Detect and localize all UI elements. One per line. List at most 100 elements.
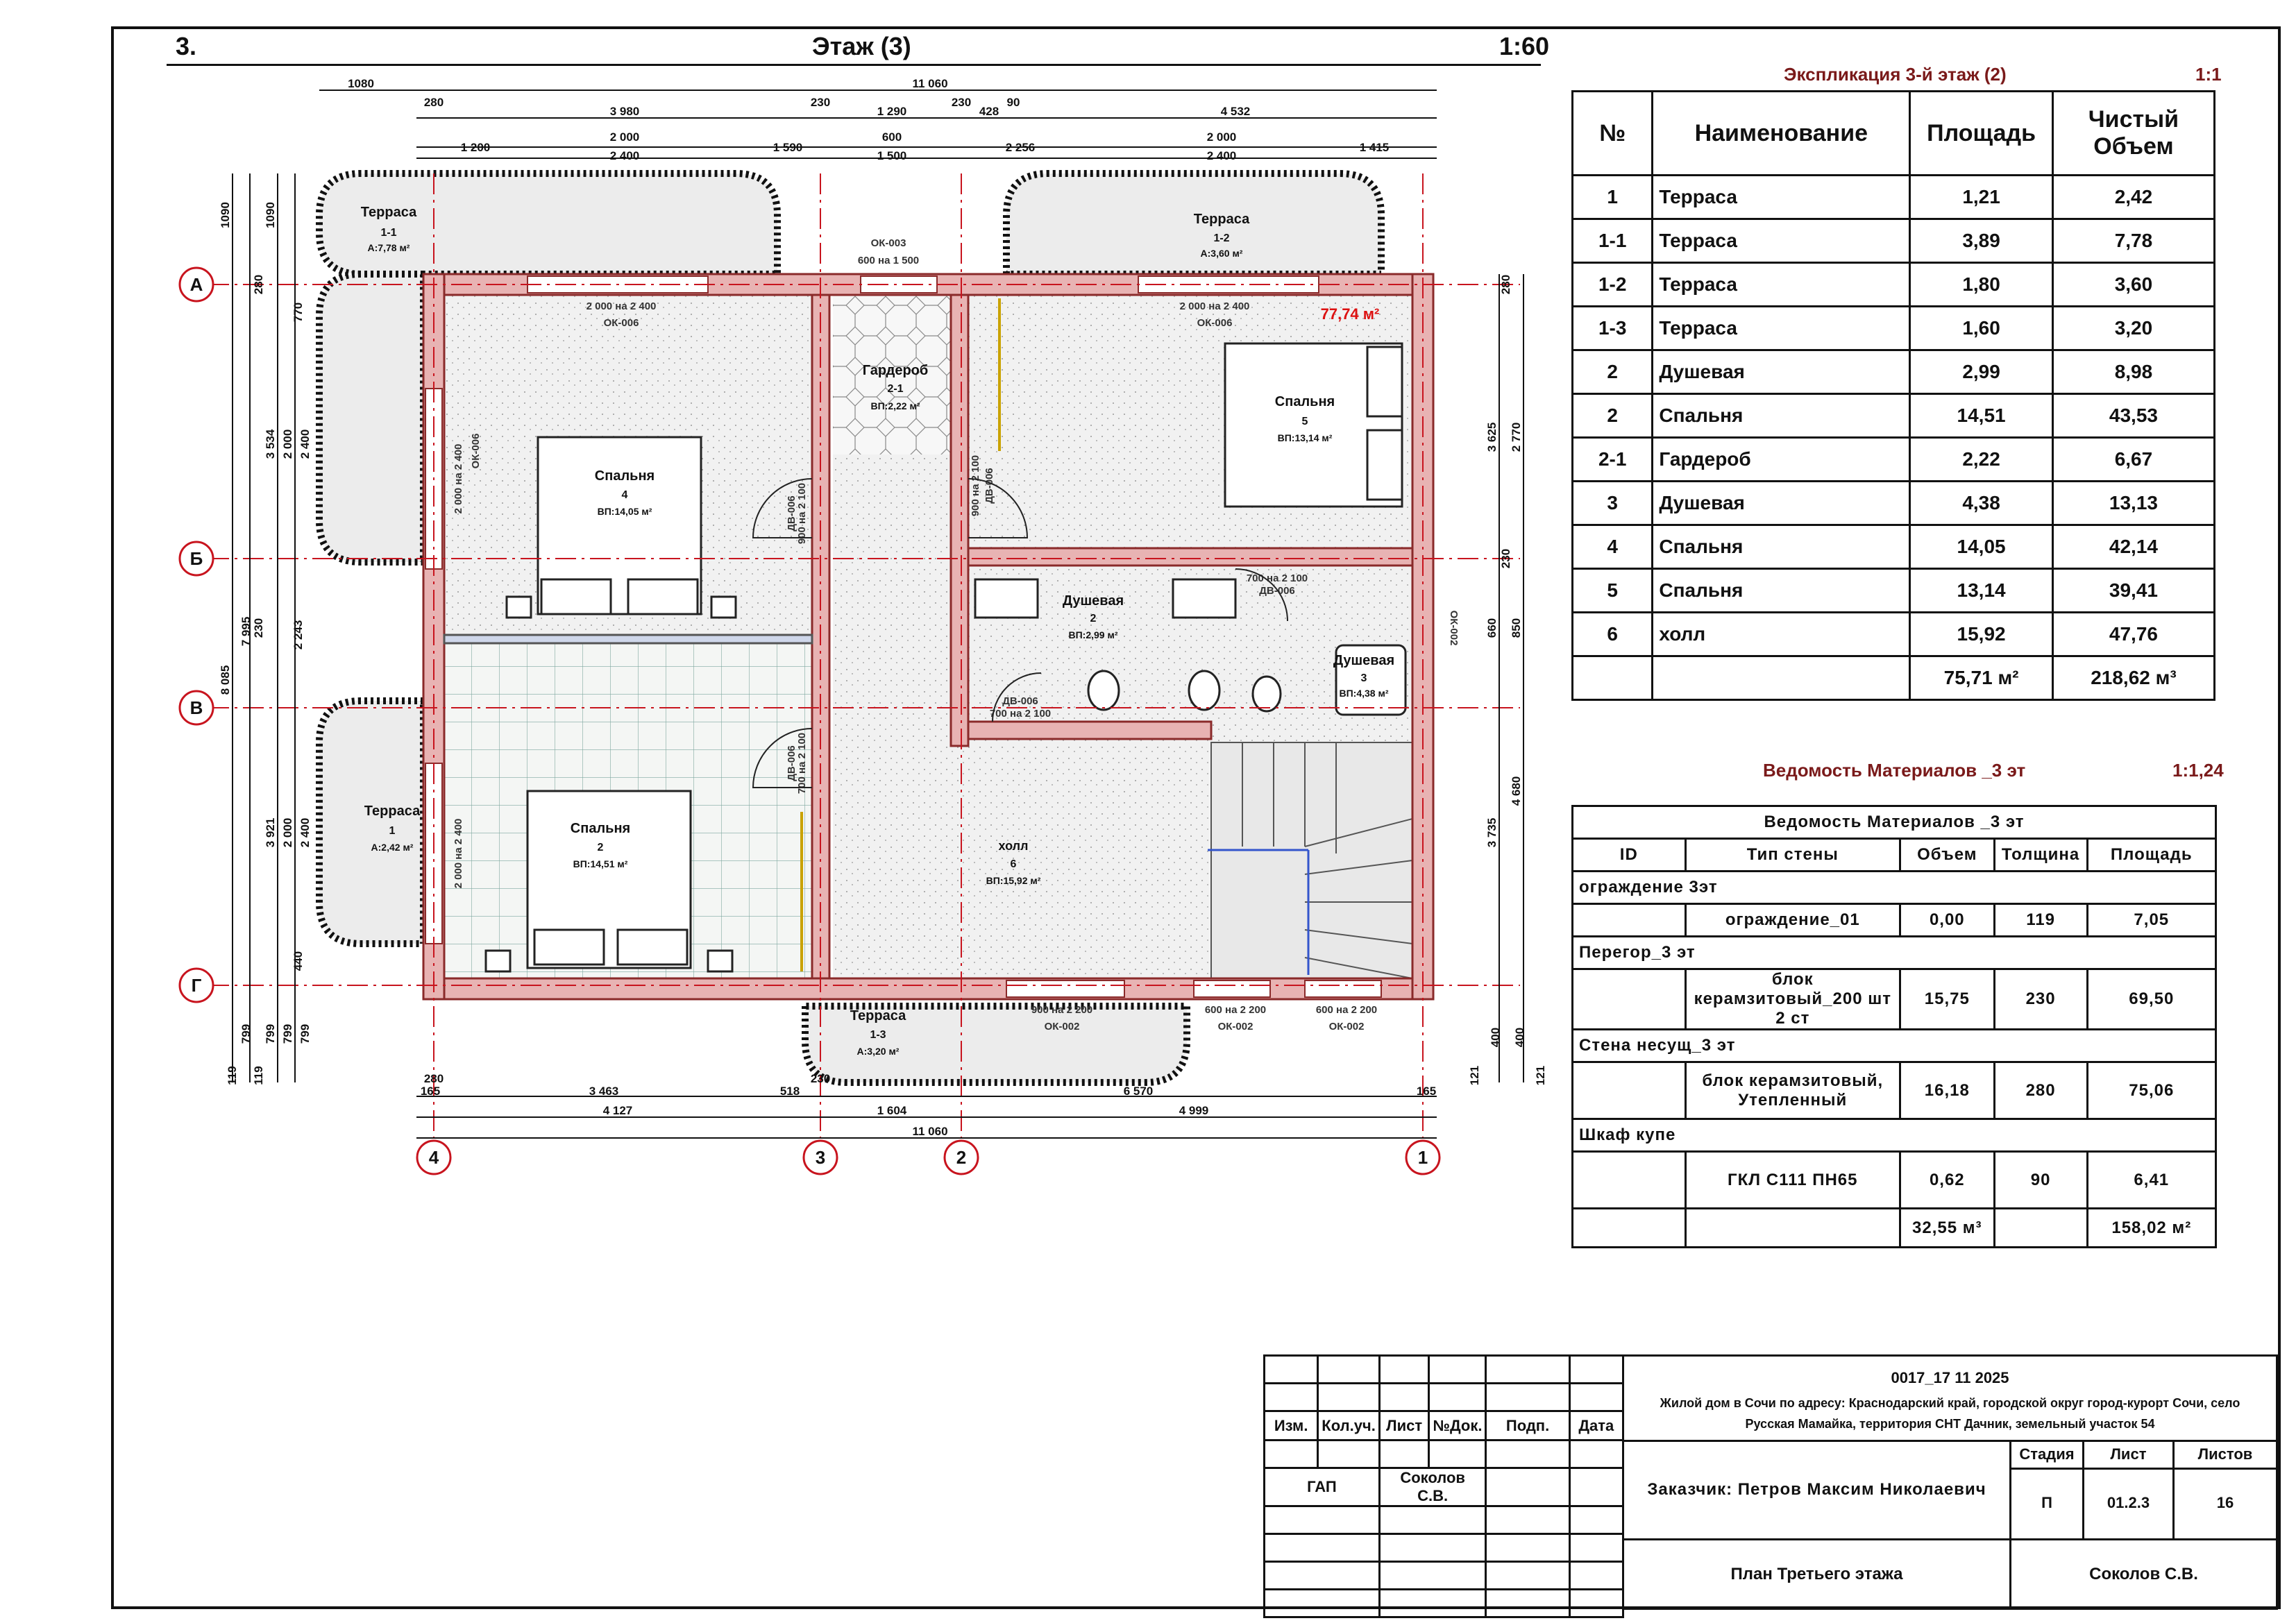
explication-col-area: Площадь: [1909, 90, 2054, 176]
stamp-sheet: 01.2.3: [2107, 1494, 2150, 1511]
explication-header-row: № Наименование Площадь Чистый Объем: [1571, 90, 2216, 176]
tag-ok006-b-size: 2 000 на 2 400: [1180, 300, 1250, 312]
dim-left-0: 1090: [219, 202, 232, 228]
row-name: Душевая: [1651, 349, 1911, 395]
dim-bot-r1-1: 165: [421, 1085, 440, 1098]
axis-bubbles: [178, 266, 1441, 1175]
axis-col-4: 4: [429, 1147, 439, 1168]
row-num: 5: [1571, 568, 1654, 613]
room-terrace-1-name: Терраса: [364, 804, 421, 819]
row-name: Терраса: [1651, 262, 1911, 307]
tag-dv006-a-size: 700 на 2 100: [990, 708, 1051, 720]
dim-bot-r2-0: 4 127: [603, 1104, 633, 1117]
room-wardrobe-num: 2-1: [887, 383, 903, 395]
room-shower-3-num: 3: [1361, 672, 1367, 684]
explication-col-volume: Чистый Объем: [2051, 90, 2216, 176]
dim-top-r2-4: 2 256: [1006, 141, 1036, 154]
dimension-lines: [232, 90, 1524, 1139]
dim-top-r2-3: 600: [882, 130, 902, 144]
room-terrace-1-2-name: Терраса: [1194, 212, 1250, 227]
explication-total-area: 75,71 м²: [1909, 655, 2054, 701]
materials-total-row: 32,55 м³ 158,02 м²: [1571, 1207, 2218, 1248]
materials-table: Ведомость Материалов _3 эт ID Тип стены …: [1571, 805, 2218, 1248]
terrace-1-1: [316, 170, 781, 278]
stamp-role: ГАП: [1263, 1467, 1381, 1507]
explication-col-name: Наименование: [1651, 90, 1911, 176]
materials-col-id: ID: [1571, 838, 1687, 872]
materials-header-row: ID Тип стены Объем Толщина Площадь: [1571, 838, 2218, 872]
row-area: 2,22: [1909, 436, 2054, 482]
room-shower-2-name: Душевая: [1063, 593, 1124, 609]
furniture: [484, 342, 1407, 973]
materials-col-type: Тип стены: [1684, 838, 1901, 872]
room-terrace-1-1-num: 1-1: [380, 227, 396, 239]
title-block-headers: Изм. Кол.уч. Лист №Док. Подп. Дата: [1263, 1410, 1625, 1441]
row-num: 2: [1571, 349, 1654, 395]
dim-left-10: 2 243: [292, 620, 305, 650]
dim-left-11: 3 921: [264, 818, 277, 848]
row-name: холл: [1651, 611, 1911, 657]
dim-bot-r3-0: 11 060: [912, 1125, 947, 1138]
row-area: 1,21: [1909, 174, 2054, 220]
dim-right-5: 850: [1510, 618, 1523, 638]
dim-bot-r1-2: 3 463: [589, 1085, 619, 1098]
stamp-sheets: 16: [2216, 1494, 2234, 1511]
floor-title: Этаж (3): [812, 32, 911, 60]
tag-ok002-b-size: 600 на 2 200: [1205, 1004, 1266, 1016]
mat-thickness: 280: [1993, 1061, 2088, 1120]
room-bedroom-5-name: Спальня: [1275, 394, 1335, 409]
dim-top-0: 1080: [348, 77, 374, 90]
materials-table-title: Ведомость Материалов _3 эт: [1571, 805, 2217, 840]
room-shower-2-num: 2: [1090, 613, 1097, 624]
dim-left-8: 7 995: [239, 617, 253, 647]
tag-ok006-a: ОК-006: [604, 317, 639, 329]
stamp-col-sign: Подп.: [1485, 1410, 1571, 1441]
room-wardrobe-area: ВП:2,22 м²: [871, 400, 920, 411]
tag-ok006-a-size: 2 000 на 2 400: [586, 300, 657, 312]
room-bedroom-4-num: 4: [622, 489, 628, 501]
dim-left-19: 119: [226, 1066, 239, 1085]
stamp-customer: Заказчик: Петров Максим Николаевич: [1647, 1480, 1986, 1499]
stamp-sheets-header: Листов: [2197, 1445, 2253, 1463]
material-group-row: ограждение 3эт: [1571, 870, 2217, 905]
row-name: Терраса: [1651, 174, 1911, 220]
axis-row-a: А: [190, 274, 203, 295]
mat-thickness: 90: [1993, 1150, 2088, 1209]
dim-left-1: 1090: [264, 202, 277, 228]
row-num: 1-3: [1571, 305, 1654, 351]
dim-top-1: 11 060: [912, 77, 947, 90]
stamp-drawing-title: План Третьего этажа: [1730, 1565, 1903, 1583]
stamp-address: Жилой дом в Сочи по адресу: Краснодарски…: [1660, 1396, 2240, 1431]
row-volume: 3,20: [2051, 305, 2216, 351]
tag-ok003-size: 600 на 1 500: [858, 255, 919, 266]
mat-thickness: 230: [1993, 968, 2088, 1030]
stamp-stage-header: Стадия: [2019, 1445, 2075, 1463]
row-volume: 47,76: [2051, 611, 2216, 657]
row-name: Спальня: [1651, 393, 1911, 439]
material-group-name: Стена несущ_3 эт: [1571, 1028, 2217, 1063]
room-wardrobe-name: Гардероб: [863, 363, 929, 378]
dim-right-2: 2 770: [1510, 423, 1523, 452]
row-volume: 7,78: [2051, 218, 2216, 264]
mat-volume: 15,75: [1898, 968, 1995, 1030]
row-volume: 8,98: [2051, 349, 2216, 395]
mat-area: 75,06: [2086, 1061, 2218, 1120]
row-num: 4: [1571, 524, 1654, 570]
dim-right-9: 121: [1534, 1066, 1547, 1085]
room-bedroom-4-name: Спальня: [595, 468, 655, 484]
tag-dv006-e: ДВ-006: [984, 468, 995, 504]
tag-dv006-d-size: 700 на 2 100: [796, 733, 808, 794]
explication-total-row: 75,71 м² 218,62 м³: [1571, 655, 2216, 701]
explication-total-0: [1571, 655, 1654, 701]
dim-bot-r2-1: 1 604: [877, 1104, 907, 1117]
materials-total-1: [1684, 1207, 1901, 1248]
tag-ok003: ОК-003: [871, 237, 906, 249]
dim-right-11: 400: [1513, 1028, 1526, 1047]
mat-id: [1571, 903, 1687, 937]
